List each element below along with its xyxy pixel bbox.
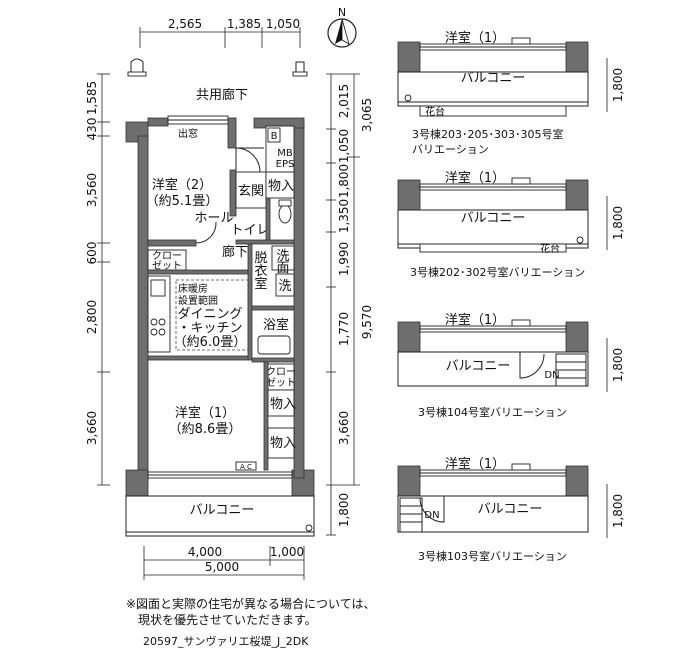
variation-3-balcony: バルコニー <box>446 359 511 374</box>
variation-1: 洋室（1） バルコニー 花台 1,800 3号棟203･205･303･305号… <box>397 30 625 156</box>
dim-right-1: 2,015 <box>337 84 351 118</box>
dressing-label-1: 脱 <box>254 251 267 266</box>
room2-size: （約5.1畳） <box>146 194 219 209</box>
dressing-label-2: 衣 <box>254 263 267 279</box>
variation-1-extra: 花台 <box>425 105 445 118</box>
variation-3-caption-1: 3号棟104号室バリエーション <box>418 405 567 419</box>
closet-left-label-1: クロー <box>152 250 182 262</box>
variation-2-caption-1: 3号棟202･302号室バリエーション <box>410 265 585 279</box>
variation-2-room: 洋室（1） <box>445 170 505 186</box>
eps-label: EPS <box>276 159 295 170</box>
toilet-label: トイレ <box>230 223 269 238</box>
dim-right-outer-2: 9,570 <box>360 305 374 339</box>
variation-2-balcony: バルコニー <box>461 211 526 226</box>
floorheat-label-2: 設置範囲 <box>178 294 218 307</box>
note-line-1: ※図面と実際の住宅が異なる場合については、 <box>126 596 375 611</box>
dim-right-6: 1,770 <box>337 312 351 346</box>
dim-right-outer-1: 3,065 <box>360 98 374 132</box>
dim-right-7: 3,660 <box>337 411 351 445</box>
dining-label-1: ダイニング <box>177 307 242 322</box>
compass-icon: N <box>327 6 357 48</box>
room1-size: （約8.6畳） <box>169 422 242 437</box>
dim-bottom-total: 5,000 <box>205 560 239 574</box>
mb-label: MB <box>277 148 293 159</box>
hallway-label: 廊下 <box>222 244 248 260</box>
notes: ※図面と実際の住宅が異なる場合については、 現状を優先させていただきます。 20… <box>126 596 375 648</box>
variation-1-caption-2: バリエーション <box>412 143 489 156</box>
variation-4-extra: DN <box>424 510 439 521</box>
dim-left-3: 3,560 <box>85 173 99 207</box>
variation-4-caption-1: 3号棟103号室バリエーション <box>418 549 567 563</box>
dim-top-2: 1,385 <box>227 17 261 31</box>
bath-label: 浴室 <box>263 317 289 333</box>
right-dimensions: 2,015 1,050 1,800 1,350 1,990 1,770 3,66… <box>326 73 374 536</box>
variation-4-balcony: バルコニー <box>478 502 543 517</box>
dim-right-8: 1,800 <box>337 493 351 527</box>
variation-1-room: 洋室（1） <box>445 30 505 46</box>
closet-right-label-2: ゼット <box>266 377 296 389</box>
room1-title: 洋室（1） <box>175 405 235 421</box>
variation-2: 洋室（1） バルコニー 花台 1,800 3号棟202･302号室バリエーション <box>397 170 625 279</box>
entrance-label: 玄関 <box>238 184 264 199</box>
dim-right-2: 1,050 <box>337 129 351 163</box>
dressing-label-3: 室 <box>254 276 267 292</box>
corridor-rail-marks <box>127 58 308 77</box>
washstand-label-2: 面 <box>276 261 289 276</box>
variation-1-caption-1: 3号棟203･205･303･305号室 <box>412 127 563 141</box>
bay-window-label: 出窓 <box>178 127 198 140</box>
variation-3-room: 洋室（1） <box>445 312 505 328</box>
variation-3: 洋室（1） バルコニー DN 1,800 3号棟104号室バリエーション <box>397 312 625 419</box>
variation-1-balcony: バルコニー <box>461 71 526 86</box>
dining-size: （約6.0畳） <box>174 335 247 350</box>
note-line-2: 現状を優先させていただきます。 <box>138 613 317 627</box>
corridor-label: 共用廊下 <box>196 87 248 103</box>
variation-1-dim: 1,800 <box>611 68 625 102</box>
closet-left-label-2: ゼット <box>152 260 182 272</box>
variation-2-extra: 花台 <box>540 242 560 255</box>
ac-label-main: A C <box>240 463 252 471</box>
dim-left-4: 600 <box>85 242 99 265</box>
balcony-label: バルコニー <box>190 503 255 518</box>
washstand-label-1: 洗 <box>276 249 289 264</box>
dim-top-3: 1,050 <box>266 17 300 31</box>
variation-4: 洋室（1） バルコニー DN 1,800 3号棟103号室バリエーション <box>397 456 625 563</box>
bottom-dimensions: 4,000 1,000 5,000 <box>143 545 305 580</box>
dim-left-2: 430 <box>85 118 99 141</box>
dim-right-4: 1,350 <box>337 199 351 233</box>
washer-label: 洗 <box>278 279 291 294</box>
left-dimensions: 1,585 430 3,560 600 2,800 3,660 <box>85 73 110 486</box>
dim-top-1: 2,565 <box>168 17 202 31</box>
variation-4-dim: 1,800 <box>611 494 625 528</box>
main-floor-plan: 共用廊下 出窓 洋室（2） （約5.1畳） 玄関 物入 B MB E <box>125 87 315 537</box>
compass-north-label: N <box>338 6 346 19</box>
storage3-label: 物入 <box>270 436 296 451</box>
variation-2-dim: 1,800 <box>611 206 625 240</box>
variation-4-room: 洋室（1） <box>445 456 505 472</box>
hall-label: ホール <box>194 211 233 226</box>
dim-right-3: 1,800 <box>337 164 351 198</box>
top-dimensions: 2,565 1,385 1,050 <box>139 17 301 48</box>
dim-bottom-1: 4,000 <box>188 545 222 559</box>
variation-3-extra: DN <box>544 370 559 381</box>
floorheat-label-1: 床暖房 <box>178 282 208 295</box>
dim-left-5: 2,800 <box>85 300 99 334</box>
room2-title: 洋室（2） <box>152 177 212 193</box>
dining-label-2: ・キッチン <box>177 321 242 336</box>
b-label: B <box>271 131 278 142</box>
dim-left-6: 3,660 <box>85 411 99 445</box>
dim-left-1: 1,585 <box>85 81 99 115</box>
storage-top-label: 物入 <box>268 179 294 194</box>
variation-3-dim: 1,800 <box>611 348 625 382</box>
storage2-label: 物入 <box>270 397 296 412</box>
closet-right-label-1: クロー <box>266 366 296 378</box>
dim-right-5: 1,990 <box>337 242 351 276</box>
dim-bottom-2: 1,000 <box>270 545 304 559</box>
plan-code: 20597_サンヴァリエ桜堤_J_2DK <box>143 634 309 648</box>
